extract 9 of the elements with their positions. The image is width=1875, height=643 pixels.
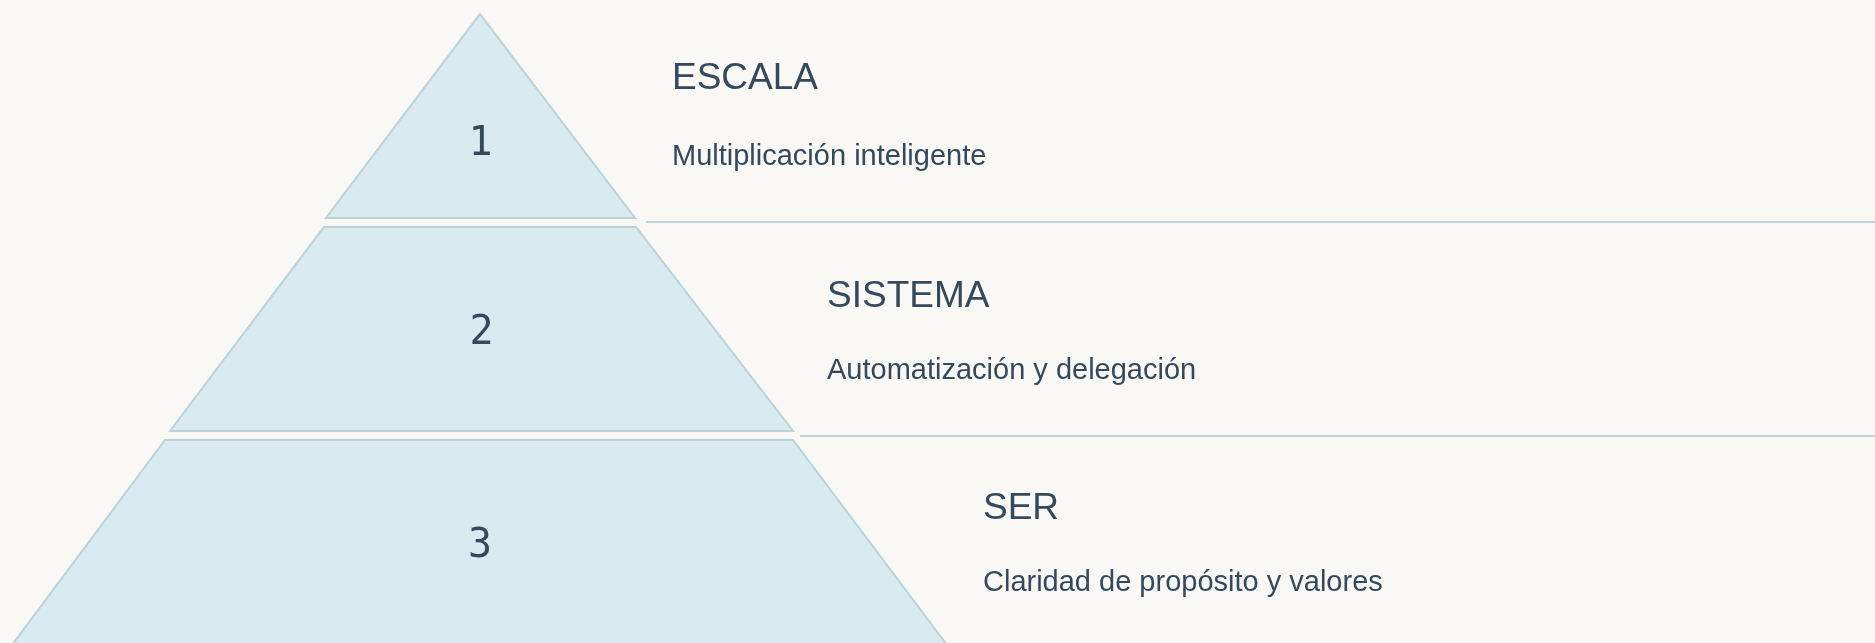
tier-heading: ESCALA bbox=[672, 55, 818, 99]
tier-heading: SISTEMA bbox=[827, 273, 990, 317]
tier-heading: SER bbox=[983, 485, 1060, 529]
tier-number: 1 bbox=[468, 117, 493, 165]
tier-description: Multiplicación inteligente bbox=[672, 138, 987, 173]
tier-number: 2 bbox=[469, 306, 494, 354]
tier-description: Claridad de propósito y valores bbox=[983, 564, 1383, 599]
tier-number: 3 bbox=[467, 519, 493, 567]
tier-description: Automatización y delegación bbox=[827, 352, 1197, 387]
